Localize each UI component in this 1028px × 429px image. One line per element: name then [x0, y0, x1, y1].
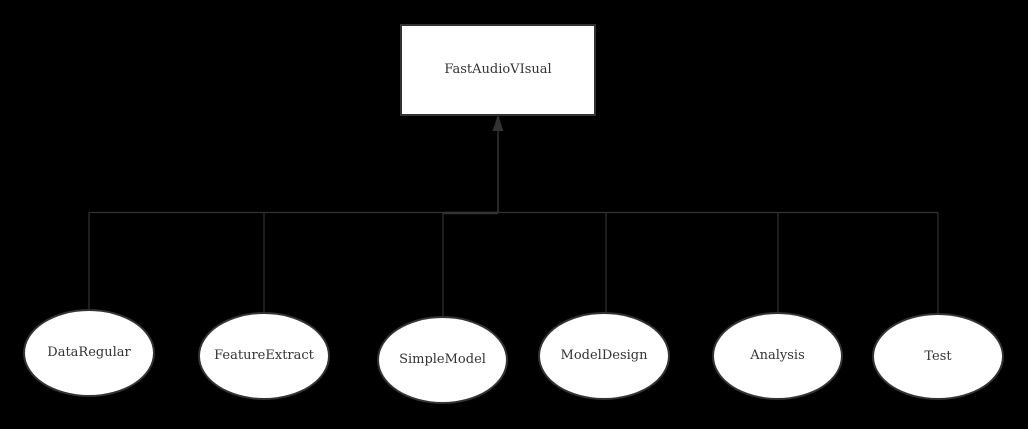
node-analysis[interactable]: Analysis: [712, 312, 843, 400]
node-dataregular[interactable]: DataRegular: [23, 309, 155, 397]
node-label: Analysis: [750, 348, 805, 364]
node-label: Test: [924, 348, 952, 364]
node-label: DataRegular: [47, 345, 131, 361]
node-label: ModelDesign: [560, 348, 648, 364]
node-modeldesign[interactable]: ModelDesign: [538, 312, 670, 400]
node-label: FeatureExtract: [214, 348, 314, 364]
node-fastaudiovisual[interactable]: FastAudioVIsual: [400, 24, 596, 116]
node-featureextract[interactable]: FeatureExtract: [198, 312, 330, 400]
node-label: FastAudioVIsual: [444, 62, 552, 78]
node-simplemodel[interactable]: SimpleModel: [377, 316, 508, 404]
connector-arrowhead: [492, 114, 504, 131]
node-test[interactable]: Test: [872, 313, 1004, 400]
node-label: SimpleModel: [399, 352, 486, 368]
